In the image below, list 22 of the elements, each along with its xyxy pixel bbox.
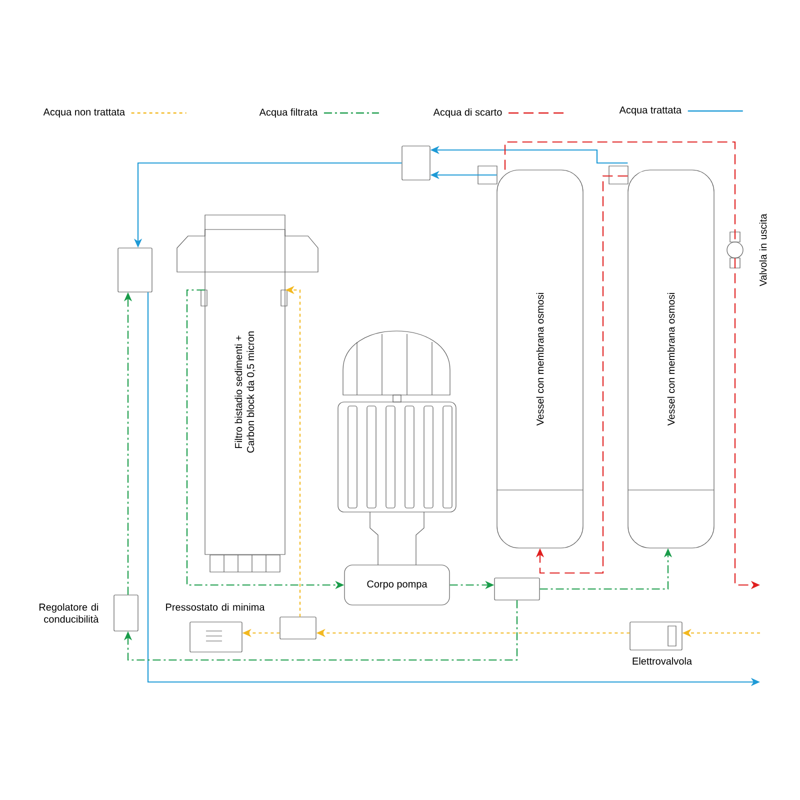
legend-label: Acqua non trattata xyxy=(43,108,126,118)
filter-cartridge: Filtro bistadio sedimenti + Carbon block da 0,5 micron xyxy=(176,214,318,572)
device-label: Pressostato di minima xyxy=(166,603,265,611)
legend-label: Acqua trattata xyxy=(619,106,682,116)
solenoid-valve xyxy=(630,622,692,665)
device-label: Regolatore di conducibilità xyxy=(39,603,99,623)
device-label: Valvola in uscita xyxy=(759,214,767,286)
legend-label: Acqua di scarto xyxy=(433,108,502,118)
membrane-vessel: Vessel con membrana osmosi xyxy=(608,166,714,548)
pipe-fitting xyxy=(118,248,152,292)
pipe-fitting xyxy=(280,616,316,640)
pipe-fitting xyxy=(494,578,540,600)
pipe-arrow xyxy=(536,175,628,574)
device-label: Elettrovalvola xyxy=(632,657,692,665)
pressure-switch xyxy=(166,603,265,652)
conductivity-regulator xyxy=(39,594,138,632)
outlet-valve xyxy=(726,214,767,286)
pipe-fitting xyxy=(402,146,430,180)
membrane-vessel: Vessel con membrana osmosi xyxy=(478,166,584,548)
pipe-arrow xyxy=(124,600,518,661)
pump-body: Corpo pompa xyxy=(344,564,450,606)
legend-label: Acqua filtrata xyxy=(259,108,318,118)
